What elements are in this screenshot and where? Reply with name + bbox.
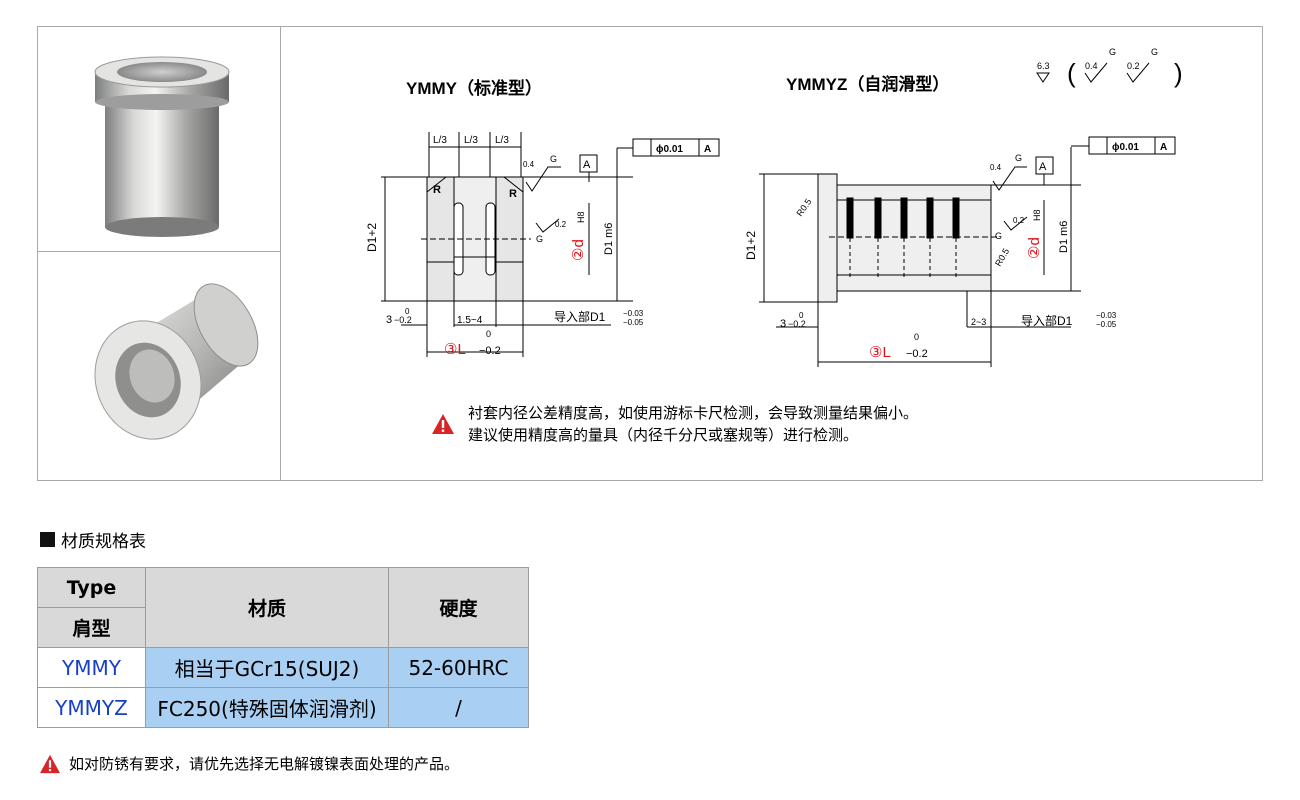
svg-text:−0.03: −0.03 xyxy=(1096,311,1117,320)
svg-text:G: G xyxy=(995,231,1002,241)
header-type: Type xyxy=(37,567,146,608)
svg-text:导入部D1: 导入部D1 xyxy=(1021,313,1073,328)
label-lead-in: 导入部D1 xyxy=(554,309,606,324)
label-d1-plus2: D1+2 xyxy=(365,223,379,252)
label-bore-d: ②d xyxy=(570,239,587,261)
svg-text:−0.2: −0.2 xyxy=(479,345,501,357)
technical-drawing: YMMY（标准型） YMMYZ（自润滑型） 6.3 ( 0.4 G 0.2 G … xyxy=(281,27,1262,480)
material-cell: FC250(特殊固体润滑剂) xyxy=(145,687,389,728)
table-row: YMMYZ FC250(特殊固体润滑剂) / xyxy=(37,687,529,728)
svg-text:0.2: 0.2 xyxy=(1127,61,1140,71)
label-tolerance-datum: A xyxy=(704,144,711,155)
svg-text:−0.05: −0.05 xyxy=(1096,320,1117,329)
label-length: ③L xyxy=(444,341,466,358)
hardness-cell: 52-60HRC xyxy=(388,647,529,688)
header-shoulder: 肩型 xyxy=(37,607,146,648)
svg-text:−0.2: −0.2 xyxy=(788,319,806,329)
svg-text:D1+2: D1+2 xyxy=(744,231,758,260)
svg-text:D1 m6: D1 m6 xyxy=(1058,221,1070,253)
label-r: R xyxy=(509,188,517,200)
svg-text:0: 0 xyxy=(405,307,410,316)
svg-text:ϕ0.01: ϕ0.01 xyxy=(1112,142,1139,153)
product-photo-column xyxy=(38,27,281,480)
product-photo-angle xyxy=(38,252,281,480)
selflube-type-drawing xyxy=(759,136,1176,367)
svg-text:A: A xyxy=(1039,161,1047,173)
label-l3: L/3 xyxy=(495,135,509,146)
svg-text:0: 0 xyxy=(914,332,919,342)
svg-text:−0.2: −0.2 xyxy=(906,348,928,360)
product-drawing-panel: YMMY（标准型） YMMYZ（自润滑型） 6.3 ( 0.4 G 0.2 G … xyxy=(37,26,1263,481)
svg-text:0: 0 xyxy=(486,329,491,339)
table-row: YMMY 相当于GCr15(SUJ2) 52-60HRC xyxy=(37,647,529,688)
svg-text:0.2: 0.2 xyxy=(1013,216,1025,225)
svg-text:G: G xyxy=(1109,47,1116,57)
rust-prevention-note: 如对防锈有要求，请优先选择无电解镀镍表面处理的产品。 xyxy=(39,753,459,774)
svg-text:G: G xyxy=(1015,153,1022,163)
svg-text:−0.03: −0.03 xyxy=(623,309,644,318)
note-text: 如对防锈有要求，请优先选择无电解镀镍表面处理的产品。 xyxy=(69,755,460,773)
label-g: G xyxy=(550,154,557,164)
svg-text:): ) xyxy=(1174,58,1183,88)
svg-text:2~3: 2~3 xyxy=(971,317,986,327)
warning-line: 衬套内径公差精度高，如使用游标卡尺检测，会导致测量结果偏小。 xyxy=(468,404,919,422)
material-spec-table: Type 材质 硬度 肩型 YMMY 相当于GCr15(SUJ2) 52-60H… xyxy=(37,567,529,728)
svg-text:A: A xyxy=(1160,142,1167,153)
label-r05: R0.5 xyxy=(993,247,1011,268)
svg-text:3: 3 xyxy=(780,318,786,330)
svg-text:−0.05: −0.05 xyxy=(623,318,644,327)
label-roughness: 0.2 xyxy=(555,220,567,229)
label-dim-15-4: 1.5~4 xyxy=(457,315,483,326)
label-roughness: 0.4 xyxy=(523,160,535,169)
warning-line: 建议使用精度高的量具（内径千分尺或塞规等）进行检测。 xyxy=(468,426,859,444)
svg-text:−0.2: −0.2 xyxy=(394,315,412,325)
warning-icon xyxy=(432,414,454,434)
type-cell: YMMYZ xyxy=(37,687,146,728)
label-g: G xyxy=(536,234,543,244)
svg-text:6.3: 6.3 xyxy=(1037,61,1050,71)
label-datum: A xyxy=(583,159,591,171)
section-title: 材质规格表 xyxy=(40,527,146,552)
label-tolerance: ϕ0.01 xyxy=(656,144,683,155)
svg-text:0.4: 0.4 xyxy=(1085,61,1098,71)
label-l3: L/3 xyxy=(433,135,447,146)
svg-text:H8: H8 xyxy=(1032,209,1042,221)
label-r05: R0.5 xyxy=(794,197,813,218)
svg-text:(: ( xyxy=(1067,58,1076,88)
svg-text:0.4: 0.4 xyxy=(990,163,1002,172)
header-material: 材质 xyxy=(145,567,389,648)
label-h8: H8 xyxy=(576,211,586,223)
title-standard: YMMY（标准型） xyxy=(406,78,542,98)
square-bullet-icon xyxy=(40,532,55,547)
label-d1-m6: D1 m6 xyxy=(603,223,615,255)
hardness-cell: / xyxy=(388,687,529,728)
header-hardness: 硬度 xyxy=(388,567,529,648)
label-dim-3: 3 xyxy=(386,314,392,326)
svg-text:G: G xyxy=(1151,47,1158,57)
label-l3: L/3 xyxy=(464,135,478,146)
svg-text:0: 0 xyxy=(799,311,804,320)
label-r: R xyxy=(433,184,441,196)
type-cell: YMMY xyxy=(37,647,146,688)
roughness-legend: 6.3 ( 0.4 G 0.2 G ) xyxy=(1036,47,1183,88)
section-title-text: 材质规格表 xyxy=(61,532,146,552)
title-selflube: YMMYZ（自润滑型） xyxy=(786,74,949,94)
svg-text:②d: ②d xyxy=(1026,237,1043,259)
standard-type-drawing xyxy=(381,132,720,357)
product-photo-side xyxy=(38,27,281,252)
warning-icon xyxy=(40,754,60,773)
material-cell: 相当于GCr15(SUJ2) xyxy=(145,647,389,688)
svg-text:③L: ③L xyxy=(869,344,891,361)
